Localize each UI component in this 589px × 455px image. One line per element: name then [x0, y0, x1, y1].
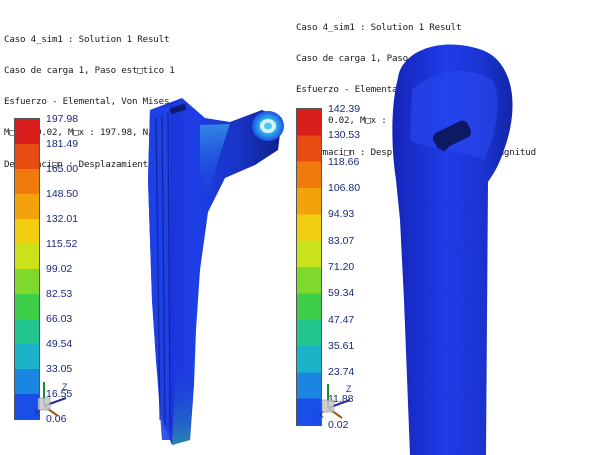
scale-tick: 35.61: [328, 340, 355, 352]
header-line-load: Caso de carga 1, Paso est□tico 1: [4, 65, 175, 77]
bone-model: [392, 44, 513, 455]
triad-z-label: Z: [62, 382, 68, 392]
stem-body: [148, 98, 282, 445]
scale-tick: 106.80: [328, 182, 361, 194]
scale-tick: 49.54: [46, 338, 73, 350]
scale-tick: 115.52: [46, 238, 78, 250]
scale-tick: 23.74: [328, 366, 355, 379]
scale-tick: 130.53: [328, 129, 361, 142]
header-line-stress: Esfuerzo - Elemental, Von Mises: [4, 96, 170, 108]
scale-tick: 0.06: [46, 413, 67, 425]
scale-tick: 59.34: [328, 287, 355, 300]
scale-tick: 94.93: [328, 208, 355, 221]
scale-tick: 99.02: [46, 263, 73, 275]
stem-implant-model: [148, 98, 284, 445]
scale-tick: 83.07: [328, 234, 355, 247]
header-line-case: Caso 4_sim1 : Solution 1 Result: [4, 33, 170, 45]
header-line-case: Caso 4_sim1 : Solution 1 Result: [296, 21, 462, 33]
scale-tick: 142.39: [328, 103, 361, 115]
scale-tick: 132.01: [46, 213, 79, 225]
coordinate-triad-icon[interactable]: Z X: [32, 376, 74, 418]
left-result-panel: Caso 4_sim1 : Solution 1 Result Caso de …: [0, 0, 292, 455]
scale-tick: 0.02: [328, 419, 349, 431]
scale-tick: 16.55: [46, 388, 73, 400]
scale-tick: 165.00: [46, 163, 79, 175]
scale-gradient-bar: [14, 118, 40, 420]
triad-x-label: X: [318, 410, 324, 420]
triad-x-label: X: [34, 408, 40, 418]
triad-z-label: Z: [346, 384, 352, 394]
scale-tick: 71.20: [328, 261, 355, 273]
right-result-panel: Caso 4_sim1 : Solution 1 Result Caso de …: [292, 0, 589, 455]
scale-tick: 181.49: [46, 138, 79, 150]
scale-gradient-bar: [296, 108, 322, 426]
scale-tick: 148.50: [46, 188, 79, 200]
scale-tick: 33.05: [46, 363, 73, 375]
scale-tick: 118.66: [328, 155, 360, 168]
scale-tick: 197.98: [46, 113, 79, 125]
stem-front-face: [148, 106, 170, 440]
scale-tick: 47.47: [328, 313, 355, 326]
coordinate-triad-icon[interactable]: Z X: [316, 378, 358, 420]
scale-tick: 82.53: [46, 288, 73, 300]
scale-tick: 66.03: [46, 313, 73, 325]
